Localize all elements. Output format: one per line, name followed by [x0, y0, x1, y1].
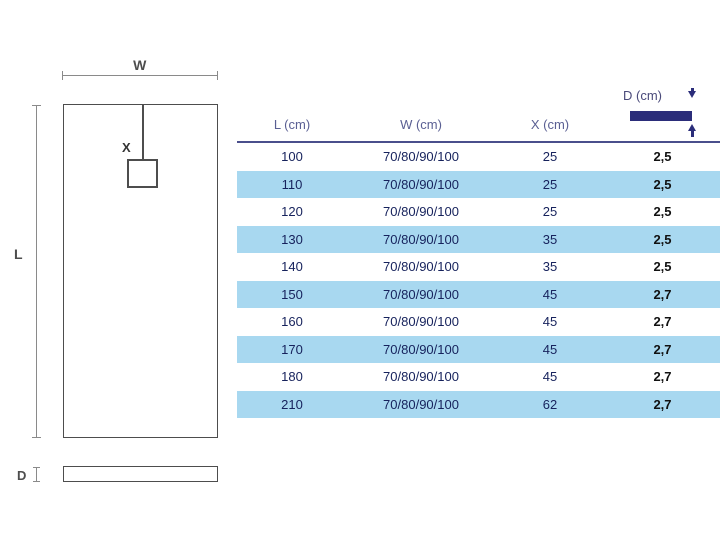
cell-width: 70/80/90/100	[383, 369, 459, 385]
cell-depth: 2,5	[605, 170, 720, 198]
column-header-depth	[605, 112, 720, 143]
cell-width: 70/80/90/100	[383, 314, 459, 330]
depth-dimension-tick	[33, 467, 40, 482]
drain-offset-dimension-line	[142, 105, 144, 174]
cell-offset: 45	[542, 314, 558, 330]
cell-width: 70/80/90/100	[347, 280, 495, 308]
technical-drawing: W L X D	[0, 0, 240, 540]
length-dimension-label: L	[14, 246, 24, 262]
width-dimension-label: W	[133, 57, 147, 73]
specification-panel: D (cm) L (cm) W (cm) X (cm) 100 70/80/90/…	[237, 0, 720, 540]
cell-depth: 2,7	[653, 369, 672, 385]
cell-length: 100	[281, 149, 303, 165]
table-row: 120 70/80/90/100 25 2,5	[237, 198, 720, 226]
cell-length: 110	[237, 170, 347, 198]
column-header-length: L (cm)	[237, 112, 347, 143]
cell-length: 170	[237, 335, 347, 363]
cell-offset: 45	[495, 335, 605, 363]
cell-offset: 62	[495, 390, 605, 418]
cell-width: 70/80/90/100	[347, 335, 495, 363]
cell-depth: 2,5	[653, 259, 672, 275]
cell-depth: 2,5	[653, 149, 672, 165]
cell-width: 70/80/90/100	[347, 225, 495, 253]
cell-offset: 25	[495, 170, 605, 198]
cell-offset: 35	[495, 225, 605, 253]
depth-legend-label: D (cm)	[623, 88, 662, 103]
drain-square-icon	[127, 159, 158, 188]
cell-depth: 2,5	[653, 204, 672, 220]
length-dimension-line	[36, 105, 37, 438]
cell-length: 130	[237, 225, 347, 253]
cell-length: 150	[237, 280, 347, 308]
arrow-down-icon	[688, 88, 696, 98]
width-dimension-tick-right	[217, 71, 218, 80]
shower-tray-top-view	[63, 104, 218, 438]
table-row: 100 70/80/90/100 25 2,5	[237, 142, 720, 171]
table-header-row: L (cm) W (cm) X (cm)	[237, 112, 720, 143]
cell-width: 70/80/90/100	[383, 204, 459, 220]
cell-width: 70/80/90/100	[383, 149, 459, 165]
cell-width: 70/80/90/100	[347, 170, 495, 198]
column-header-width: W (cm)	[347, 112, 495, 143]
cell-length: 120	[281, 204, 303, 220]
cell-length: 140	[281, 259, 303, 275]
cell-offset: 45	[495, 280, 605, 308]
drain-offset-label: X	[122, 140, 132, 155]
cell-length: 180	[281, 369, 303, 385]
cell-width: 70/80/90/100	[383, 259, 459, 275]
cell-depth: 2,7	[605, 390, 720, 418]
cell-offset: 35	[542, 259, 558, 275]
cell-depth: 2,7	[605, 280, 720, 308]
shower-tray-side-profile	[63, 466, 218, 482]
cell-length: 210	[237, 390, 347, 418]
cell-offset: 25	[542, 149, 558, 165]
length-dimension-tick-bottom	[32, 437, 41, 438]
cell-depth: 2,5	[605, 225, 720, 253]
depth-dimension-label: D	[17, 468, 27, 483]
cell-offset: 25	[542, 204, 558, 220]
cell-depth: 2,7	[605, 335, 720, 363]
cell-offset: 45	[542, 369, 558, 385]
cell-depth: 2,7	[653, 314, 672, 330]
column-header-offset: X (cm)	[495, 112, 605, 143]
width-dimension-tick-left	[62, 71, 63, 80]
length-dimension-tick-top	[32, 105, 41, 106]
table-row: 160 70/80/90/100 45 2,7	[237, 308, 720, 336]
width-dimension-line	[62, 75, 218, 76]
cell-width: 70/80/90/100	[347, 390, 495, 418]
table-row: 140 70/80/90/100 35 2,5	[237, 253, 720, 281]
cell-length: 160	[281, 314, 303, 330]
table-row: 180 70/80/90/100 45 2,7	[237, 363, 720, 391]
